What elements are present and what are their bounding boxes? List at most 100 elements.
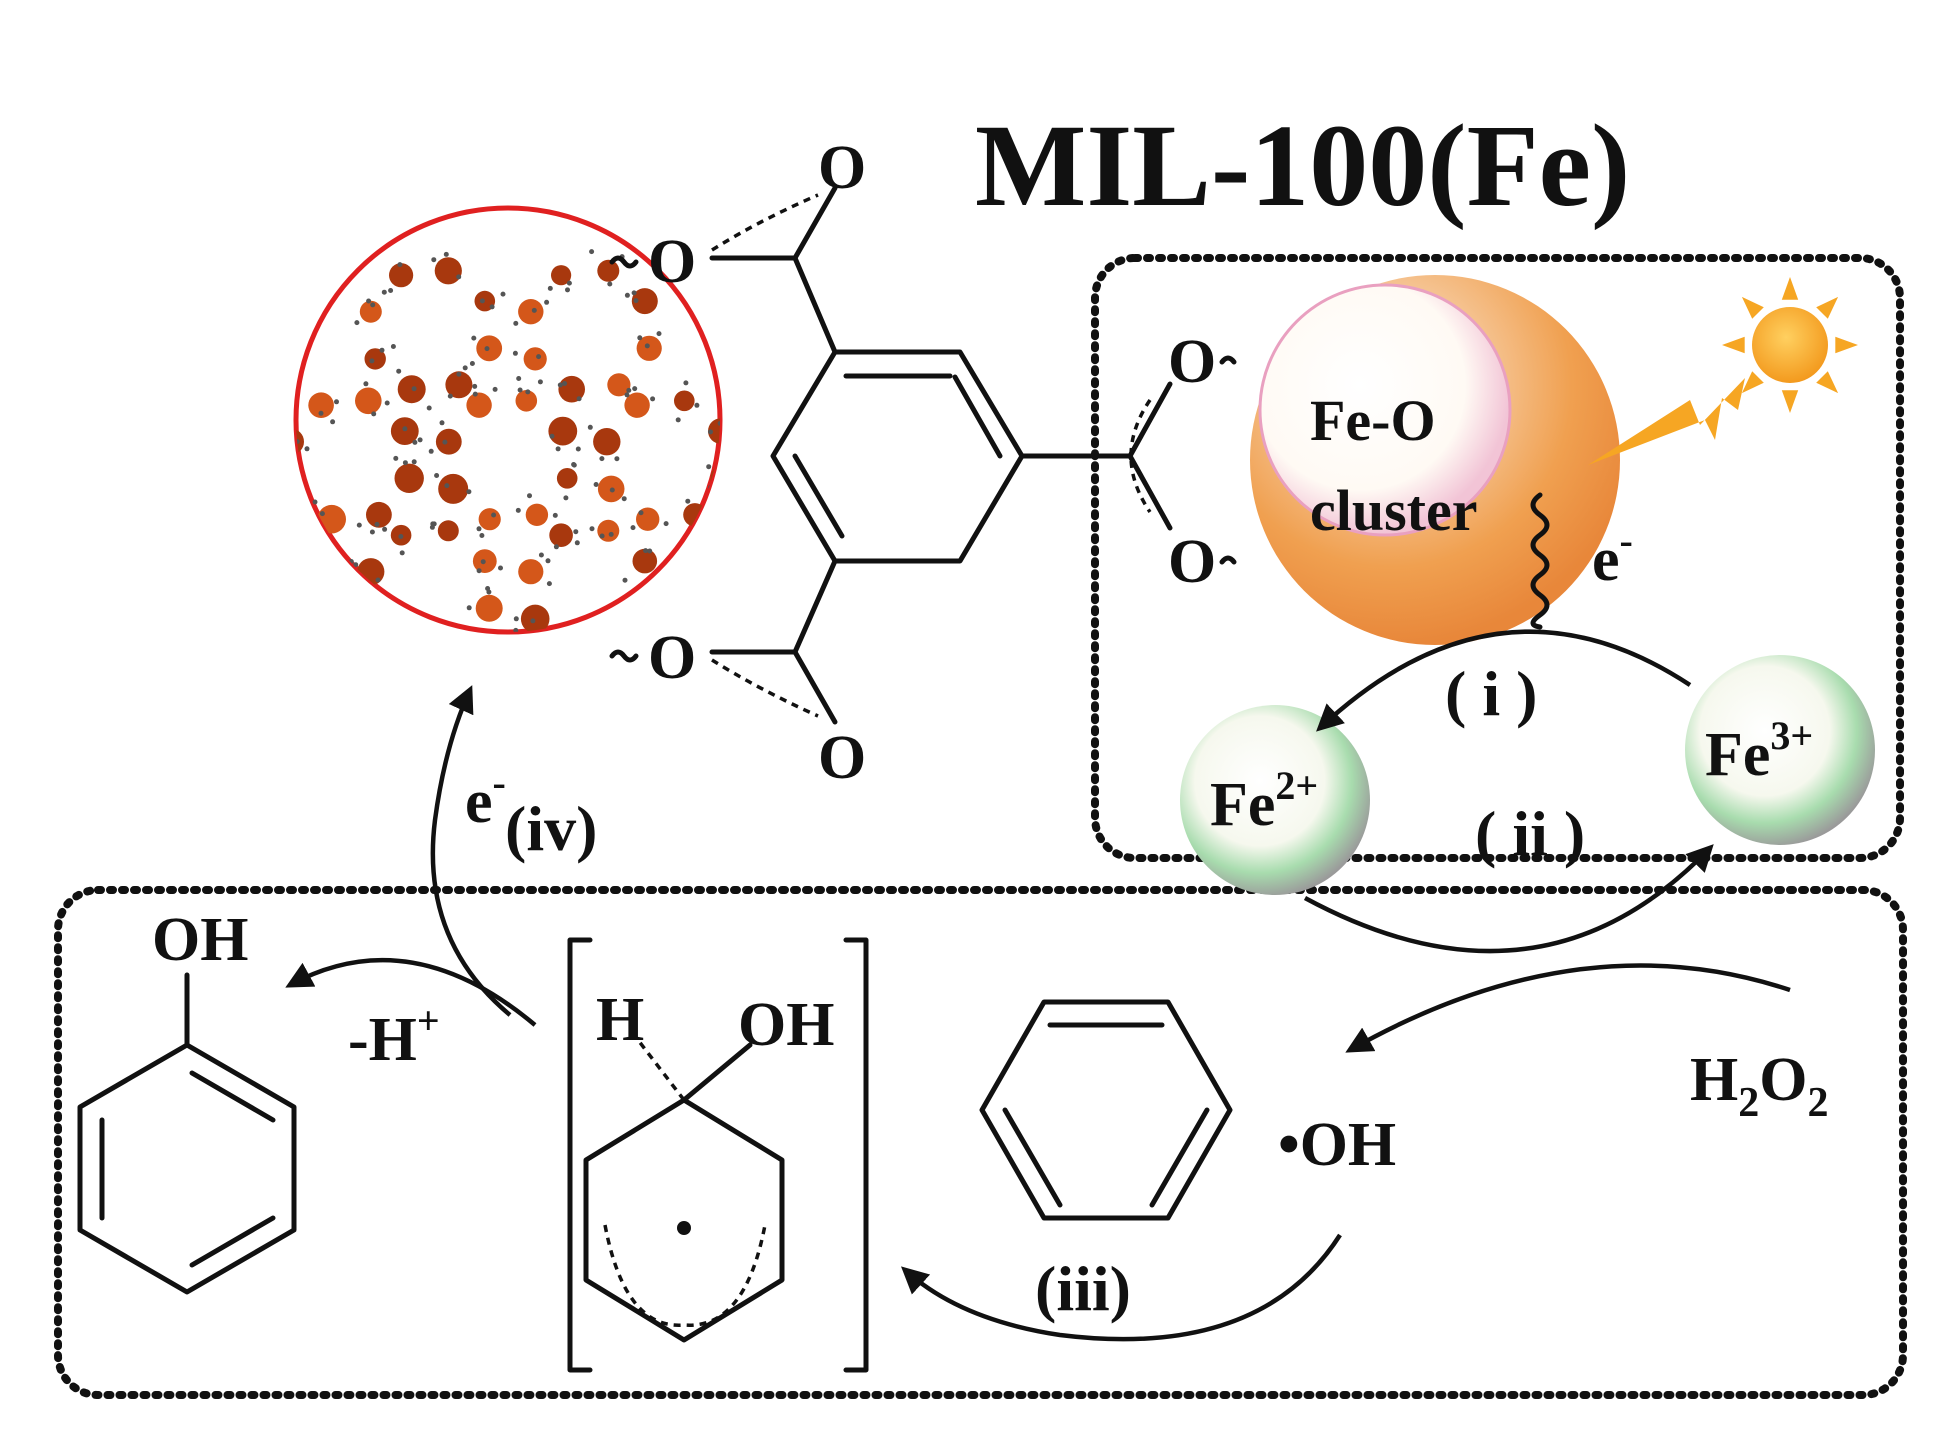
mof-linker-atom: [330, 419, 336, 425]
mof-linker-atom: [353, 562, 359, 568]
mof-linker-atom: [632, 386, 638, 392]
mof-linker-atom: [516, 376, 522, 381]
mof-cluster-node: [624, 392, 650, 418]
sun-ray: [1816, 296, 1839, 319]
mof-linker-atom: [694, 402, 700, 408]
mof-linker-atom: [576, 396, 582, 402]
mof-linker-atom: [658, 596, 663, 601]
mof-linker-atom: [426, 405, 432, 411]
mof-linker-atom: [485, 586, 491, 591]
mof-linker-atom: [472, 391, 478, 397]
mof-linker-atom: [381, 289, 387, 295]
mof-linker-atom: [544, 299, 550, 305]
fe2-sphere: [1180, 705, 1370, 895]
mof-linker-atom: [614, 456, 620, 462]
sun-icon: [1722, 277, 1858, 413]
mof-cluster-node: [607, 373, 631, 397]
mof-linker-atom: [517, 387, 523, 393]
mof-linker-atom: [312, 499, 318, 505]
mof-linker-atom: [555, 446, 561, 452]
title: MIL-100(Fe): [975, 100, 1630, 231]
mof-cluster-node: [434, 257, 462, 285]
mof-cluster-node: [520, 604, 550, 632]
mof-linker-atom: [290, 482, 295, 487]
mof-linker-atom: [549, 433, 555, 439]
deprotonation-arrow: [285, 958, 537, 1027]
mof-linker-atom: [675, 417, 681, 423]
mof-linker-atom: [466, 605, 472, 611]
mof-linker-atom: [608, 531, 614, 537]
mof-linker-atom: [536, 354, 542, 360]
lightning-bolt-icon: [1588, 378, 1745, 465]
mof-cluster-node: [317, 504, 347, 534]
mof-linker-atom: [593, 482, 599, 487]
mof-cluster-node: [445, 371, 473, 399]
mof-linker-atom: [513, 320, 519, 326]
oxygen-top-linked: O: [648, 228, 696, 296]
mof-cluster-node: [355, 387, 382, 415]
mof-linker-atom: [423, 657, 428, 662]
mof-linker-atom: [515, 507, 521, 513]
mof-cluster-node: [515, 390, 538, 412]
mof-cluster-node: [525, 503, 549, 526]
mof-linker-atom: [565, 287, 570, 293]
mof-linker-atom: [644, 343, 650, 349]
mof-linker-atom: [388, 288, 394, 293]
mof-linker-atom: [566, 280, 572, 286]
mof-linker-atom: [411, 459, 417, 465]
mof-linker-atom: [579, 629, 585, 632]
mof-cluster-node: [401, 638, 423, 660]
mof-linker-atom: [704, 520, 709, 526]
sun-ray: [1835, 336, 1858, 354]
mof-linker-atom: [547, 285, 553, 291]
mof-linker-atom: [379, 347, 385, 353]
mof-linker-atom: [549, 645, 554, 650]
mof-cluster-node: [437, 520, 459, 542]
sun-ray: [1741, 296, 1764, 319]
mof-linker-atom: [475, 657, 480, 662]
sun-ray: [1816, 371, 1839, 394]
mof-linker-atom: [469, 361, 475, 366]
mof-linker-atom: [476, 526, 482, 532]
mof-linker-atom: [334, 399, 339, 405]
mof-cluster-node: [366, 501, 392, 528]
mof-linker-atom: [631, 290, 637, 296]
mof-cluster-node: [597, 519, 620, 542]
mof-linker-atom: [709, 517, 715, 523]
mof-linker-atom: [527, 493, 532, 499]
mof-linker-atom: [726, 494, 731, 499]
mof-linker-atom: [573, 529, 579, 535]
mof-linker-atom: [375, 577, 381, 583]
mof-cluster-node: [308, 392, 334, 419]
mof-linker-atom: [398, 534, 404, 539]
phenol-oh-label: OH: [152, 906, 248, 974]
mof-linker-atom: [663, 521, 669, 527]
mof-linker-atom: [365, 634, 370, 639]
mof-linker-atom: [399, 550, 405, 556]
btc-linker: [609, 185, 1237, 725]
mof-linker-atom: [571, 462, 577, 468]
mof-linker-atom: [525, 389, 531, 395]
mof-linker-atom: [512, 350, 518, 356]
mof-linker-atom: [538, 552, 544, 558]
mof-linker-atom: [318, 410, 324, 416]
mof-cluster-node: [365, 608, 386, 630]
mof-cluster-node: [556, 468, 578, 489]
mof-linker-atom: [717, 420, 720, 426]
h2o2-to-oh-arrow: [1345, 963, 1791, 1053]
oxygen-right-lower: O: [1168, 528, 1216, 596]
mof-linker-atom: [563, 495, 569, 501]
mof-cluster-node: [636, 595, 662, 622]
mof-linker-atom: [628, 650, 633, 655]
mof-cluster-node: [445, 631, 473, 632]
mof-linker-atom: [377, 611, 383, 617]
mof-linker-atom: [624, 292, 630, 298]
mof-linker-atom: [454, 649, 459, 654]
mof-cluster-node: [438, 473, 469, 504]
mof-linker-atom: [553, 544, 559, 550]
step-iv-arrow: [430, 685, 512, 1017]
mof-linker-atom: [402, 426, 408, 432]
mof-cluster-node: [394, 463, 424, 493]
mof-cluster-node: [551, 265, 572, 286]
mof-linker-atom: [476, 568, 482, 574]
